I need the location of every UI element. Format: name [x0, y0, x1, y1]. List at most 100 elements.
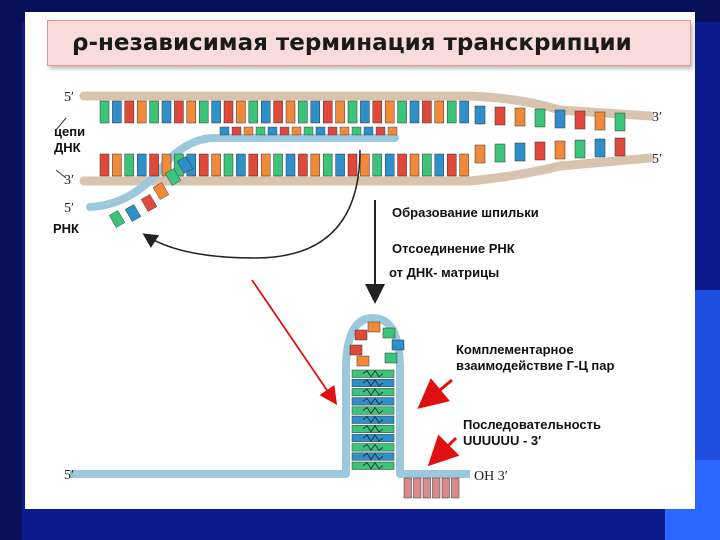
- base-bot-25: [409, 153, 420, 177]
- stem-bond-7: [362, 434, 384, 442]
- base-top-23: [384, 100, 395, 124]
- seq-annotation: Последовательность UUUUUU - 3′: [463, 417, 601, 449]
- rna-label: РНК: [53, 221, 79, 236]
- base-top-25: [409, 100, 420, 124]
- tail-u-2: [422, 477, 431, 499]
- base-top-13: [260, 100, 271, 124]
- stem-bond-10: [362, 461, 384, 470]
- base-rna-5: [279, 126, 290, 136]
- base-rna-8: [315, 126, 326, 136]
- seq-line1: Последовательность: [463, 417, 601, 432]
- base-rna-3: [255, 126, 266, 136]
- base-top-3: [136, 100, 147, 124]
- base-rna-tail-4: [164, 168, 182, 186]
- base-rna-tail-1: [124, 204, 142, 222]
- base-bot-29: [459, 153, 469, 177]
- stem-bond-6: [362, 425, 384, 433]
- stem-bond-4: [362, 406, 384, 415]
- stem-bond-2: [362, 388, 384, 396]
- gc-annotation: Комплементарное взаимодействие Г-Ц пар: [456, 342, 614, 374]
- base-top-15: [285, 100, 296, 124]
- label-mid-3-left: 3′: [64, 173, 75, 188]
- pointer-chains-2: [55, 169, 67, 179]
- tail-u-3: [432, 477, 441, 499]
- base-rna-tail-5: [176, 156, 194, 174]
- loop-base-1: [367, 321, 381, 333]
- base-top-7: [186, 100, 197, 124]
- base-top-r-5: [574, 110, 586, 130]
- base-rna-tail-0: [108, 210, 126, 228]
- label-mid-5-right: 5′: [652, 152, 663, 167]
- base-bot-9: [211, 153, 221, 177]
- base-top-16: [298, 100, 308, 124]
- base-top-6: [174, 100, 184, 124]
- base-bot-1: [112, 153, 122, 177]
- base-top-8: [198, 100, 209, 124]
- base-bot-24: [397, 153, 407, 177]
- step-hairpin: Образование шпильки: [392, 205, 539, 220]
- base-bot-r-5: [574, 139, 586, 159]
- base-top-29: [459, 100, 469, 124]
- base-top-0: [99, 100, 110, 124]
- base-bot-22: [372, 153, 383, 177]
- base-top-26: [422, 100, 432, 124]
- base-top-14: [273, 100, 283, 124]
- step-detach-from: от ДНК- матрицы: [389, 265, 500, 280]
- red-arrow-long: [251, 279, 338, 405]
- base-top-10: [223, 100, 234, 124]
- base-top-5: [161, 100, 172, 124]
- base-rna-10: [339, 126, 350, 136]
- title-box: [47, 20, 691, 66]
- base-bot-23: [384, 153, 395, 177]
- pointer-chains: [55, 117, 67, 131]
- base-bot-12: [248, 153, 259, 177]
- base-bot-3: [136, 153, 147, 177]
- base-bot-r-0: [474, 144, 486, 164]
- tail-u-4: [441, 477, 450, 499]
- label-top-5: 5′: [64, 90, 75, 105]
- stem-bond-5: [362, 415, 384, 424]
- base-rna-7: [303, 126, 314, 136]
- label-top-3: 3′: [652, 110, 663, 125]
- page-title: ρ-независимая терминация транскрипции: [72, 30, 632, 56]
- base-top-17: [310, 100, 321, 124]
- loop-base-3: [391, 339, 405, 351]
- base-bot-0: [99, 153, 110, 177]
- base-rna-2: [243, 126, 254, 136]
- base-rna-14: [387, 126, 398, 136]
- base-rna-1: [231, 126, 242, 136]
- base-rna-tail-2: [140, 194, 158, 212]
- base-top-28: [446, 100, 457, 124]
- base-bot-19: [335, 153, 345, 177]
- loop-base-6: [384, 352, 398, 364]
- stem-bond-9: [362, 452, 384, 461]
- base-rna-0: [219, 126, 230, 136]
- base-top-27: [434, 100, 445, 124]
- base-bot-28: [446, 153, 457, 177]
- red-arrow-gc: [417, 378, 453, 409]
- base-top-r-3: [534, 108, 546, 128]
- base-top-9: [211, 100, 221, 124]
- label-rna-5: 5′: [64, 201, 75, 216]
- stem-bond-0: [362, 369, 384, 378]
- stem-bond-8: [362, 443, 384, 452]
- base-top-11: [236, 100, 246, 124]
- loop-base-4: [349, 344, 363, 356]
- base-top-r-2: [514, 107, 526, 127]
- base-top-20: [347, 100, 358, 124]
- base-bot-20: [347, 153, 358, 177]
- base-bot-14: [273, 153, 283, 177]
- base-top-18: [322, 100, 333, 124]
- base-bot-10: [223, 153, 234, 177]
- base-bot-r-2: [514, 142, 526, 162]
- dna-bottom-strand: [79, 153, 655, 186]
- base-bot-r-3: [534, 141, 546, 161]
- dna-chains-line2: ДНК: [54, 140, 81, 155]
- step-detach: Отсоединение РНК: [392, 241, 515, 256]
- gc-line2: взаимодействие Г-Ц пар: [456, 358, 615, 373]
- base-rna-11: [351, 126, 362, 136]
- base-bot-r-7: [614, 137, 626, 157]
- base-bot-21: [360, 153, 370, 177]
- base-rna-tail-3: [152, 182, 170, 200]
- base-rna-4: [267, 126, 278, 136]
